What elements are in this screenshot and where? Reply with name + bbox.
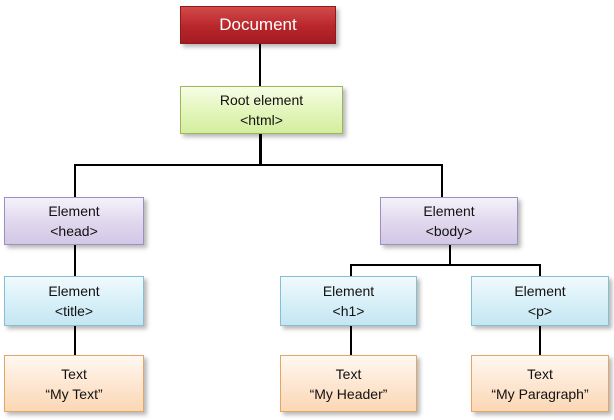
connector-head-title — [74, 245, 76, 276]
node-title-label: Element — [48, 283, 100, 299]
node-p-element: Element <p> — [471, 276, 609, 326]
connector-level2-bar — [350, 264, 541, 266]
connector-to-p — [539, 264, 541, 276]
node-h1-tag: <h1> — [332, 303, 365, 319]
connector-root-stem — [259, 134, 262, 166]
connector-body-stem — [449, 245, 451, 265]
node-text-my-paragraph: Text “My Paragraph” — [471, 355, 609, 412]
node-text-my-header-label: Text — [335, 365, 362, 382]
node-title-tag: <title> — [54, 303, 94, 319]
node-body-tag: <body> — [425, 223, 473, 239]
node-body-label: Element — [423, 203, 475, 219]
connector-document-root — [259, 44, 261, 86]
node-h1-label: Element — [322, 283, 375, 299]
node-text-my-header-value: “My Header” — [309, 385, 388, 402]
node-root-label: Root element — [219, 92, 304, 108]
node-text-my-paragraph-value: “My Paragraph” — [491, 385, 589, 402]
node-text-my-text-value: “My Text” — [45, 385, 103, 402]
node-title-element: Element <title> — [4, 276, 144, 326]
node-h1-element: Element <h1> — [280, 276, 417, 326]
connector-level1-bar — [74, 164, 443, 166]
node-root-tag: <html> — [240, 112, 283, 128]
node-document: Document — [180, 6, 336, 44]
connector-to-body — [441, 164, 443, 197]
node-document-label: Document — [219, 15, 297, 34]
connector-h1-text — [350, 326, 352, 355]
node-text-my-text-label: Text — [61, 365, 87, 382]
node-p-label: Element — [514, 283, 566, 299]
node-text-my-header: Text “My Header” — [280, 355, 417, 412]
connector-to-h1 — [350, 264, 352, 276]
connector-title-text — [74, 326, 76, 355]
node-head-tag: <head> — [50, 223, 98, 239]
connector-p-text — [539, 326, 541, 355]
node-body-element: Element <body> — [380, 197, 518, 245]
node-root-element: Root element <html> — [180, 86, 343, 134]
node-head-element: Element <head> — [4, 197, 144, 245]
node-text-my-text: Text “My Text” — [4, 355, 144, 412]
node-head-label: Element — [48, 203, 100, 219]
node-text-my-paragraph-label: Text — [527, 365, 553, 382]
connector-to-head — [74, 164, 76, 197]
node-p-tag: <p> — [527, 303, 553, 319]
